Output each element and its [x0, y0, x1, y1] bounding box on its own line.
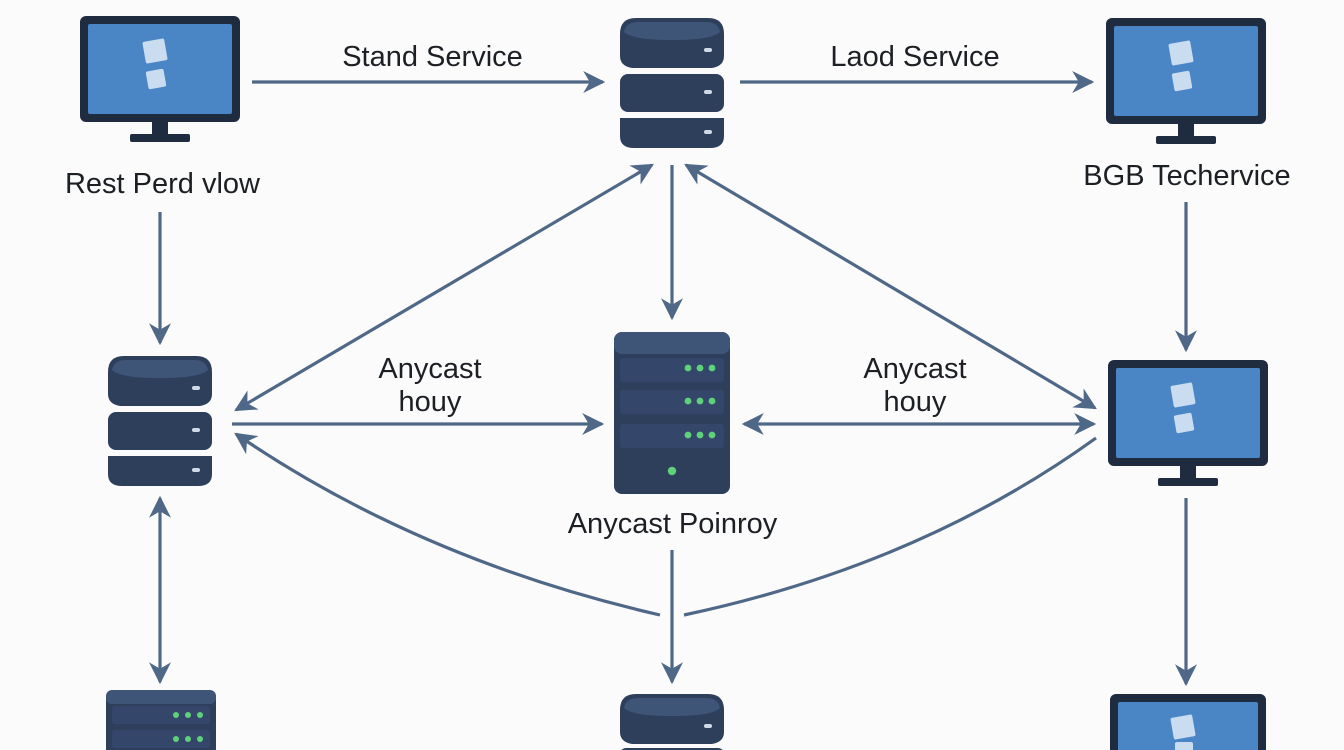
monitor-icon	[1106, 18, 1266, 144]
arrow-diag-midleft-topcenter	[234, 163, 654, 412]
server-rack-icon	[106, 690, 216, 750]
curve-midleft-to-bottom	[234, 432, 661, 617]
edge-label-anycast-left-2: houy	[398, 386, 462, 418]
edge-label-laod-service: Laod Service	[830, 41, 1000, 73]
curve-bottom-to-midright	[683, 436, 1097, 617]
arrow-diag-topcenter-midright	[684, 163, 1097, 410]
edge-label-anycast-left-1: Anycast	[378, 353, 482, 385]
monitor-icon	[1110, 694, 1266, 750]
edge-label-stand-service: Stand Service	[342, 41, 523, 73]
server-stack-icon	[108, 356, 212, 486]
server-rack-icon	[614, 332, 730, 494]
server-stack-icon	[620, 694, 724, 750]
node-label-rest-perd-vlow: Rest Perd vlow	[64, 168, 260, 200]
edge-label-anycast-right-2: houy	[883, 386, 947, 418]
node-label-bgb-techervice: BGB Techervice	[1083, 160, 1291, 192]
monitor-icon	[1108, 360, 1268, 486]
node-label-anycast-poinroy: Anycast Poinroy	[567, 508, 778, 540]
monitor-icon	[80, 16, 240, 142]
server-stack-icon	[620, 18, 724, 148]
edge-label-anycast-right-1: Anycast	[863, 353, 967, 385]
